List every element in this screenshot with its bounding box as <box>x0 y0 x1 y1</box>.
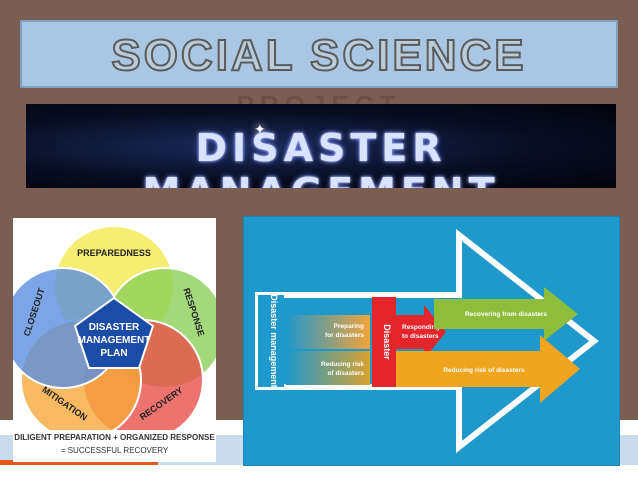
responding-line-2: to disasters <box>402 333 439 340</box>
responding-line-1: Responding <box>402 324 440 331</box>
footer-accent <box>0 460 158 465</box>
reducing-right-label: Reducing risk of disasters <box>443 367 525 374</box>
reducing-right-arrow <box>396 335 580 403</box>
preparing-band <box>286 315 370 349</box>
vertical-label: Disaster management <box>269 294 279 388</box>
venn-diagram-card: DISASTER MANAGEMENT PLAN PREPAREDNESS RE… <box>2 218 226 462</box>
center-line-2: MANAGEMENT <box>78 335 151 346</box>
center-line-1: DISASTER <box>89 322 140 333</box>
slide-title: SOCIAL SCIENCE <box>110 31 527 81</box>
preparing-line-2: for disasters <box>325 332 364 339</box>
arrow-diagram: Disaster management Preparing for disast… <box>255 228 599 454</box>
title-box: SOCIAL SCIENCE <box>20 20 618 88</box>
recovering-label: Recovering from disasters <box>465 311 547 318</box>
preparing-line-1: Preparing <box>334 323 364 330</box>
banner-text: DISASTER MANAGEMENT <box>142 126 494 188</box>
sparkle-icon: ✦ <box>254 121 266 137</box>
center-line-3: PLAN <box>100 348 127 359</box>
label-preparedness: PREPAREDNESS <box>77 248 151 258</box>
reducing-left-line-1: Reducing risk <box>321 361 364 368</box>
venn-caption-line-2: = SUCCESSFUL RECOVERY <box>60 446 169 455</box>
responding-arrow <box>396 305 446 359</box>
center-pentagon <box>73 296 155 369</box>
disaster-cycle-diagram: Disaster management Preparing for disast… <box>243 216 620 466</box>
reducing-left-line-2: of disasters <box>328 370 365 377</box>
disaster-label: Disaster <box>382 324 392 360</box>
venn-caption-line-1: DILIGENT PREPARATION + ORGANIZED RESPONS… <box>14 433 215 442</box>
venn-diagram: DISASTER MANAGEMENT PLAN PREPAREDNESS RE… <box>2 225 226 441</box>
disaster-bar <box>372 297 396 387</box>
recovering-arrow <box>434 287 578 341</box>
disaster-management-banner: DISASTER MANAGEMENT ✦ <box>26 104 616 188</box>
reducing-left-band <box>286 351 370 385</box>
vertical-label-area <box>258 295 284 387</box>
